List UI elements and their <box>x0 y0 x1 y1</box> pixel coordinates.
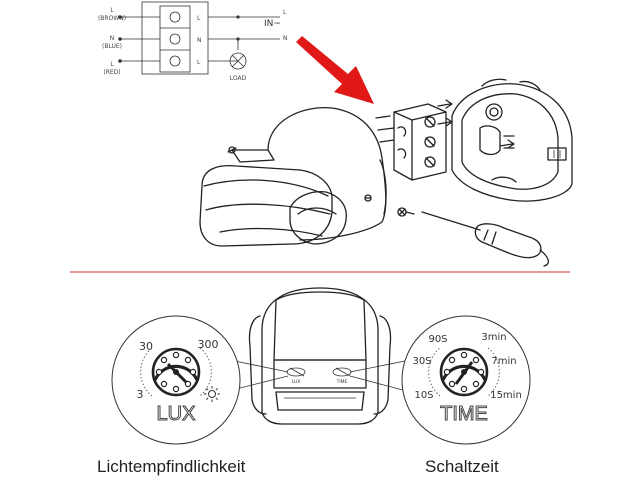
time-dial: 90S 3min 30S 7min 10S 15min TIME <box>401 315 531 445</box>
lux-tick-3: 3 <box>137 388 144 401</box>
block-label-l1: L <box>197 15 201 22</box>
input-label-n: N <box>283 35 288 42</box>
block-label-l2: L <box>197 59 201 66</box>
time-dial-title: TIME <box>440 403 488 425</box>
wire-label-blue: (BLUE) <box>102 43 122 50</box>
insert-arrow-icon <box>437 99 453 109</box>
input-label-l: L <box>283 9 287 16</box>
sensor-time-mini-label: TIME <box>336 379 348 385</box>
lux-knob-grip <box>155 351 197 393</box>
wiring-schematic: L (BROWN) N (BLUE) L (RED) L N L <box>98 1 288 82</box>
load-lamp-icon <box>229 52 247 70</box>
sensor-rear-view: LUX TIME <box>229 287 411 425</box>
block-label-n: N <box>197 37 202 44</box>
time-knob-grip <box>443 351 485 393</box>
sensor-lux-mini-label: LUX <box>292 379 301 385</box>
direction-arrow-icon <box>296 36 374 104</box>
terminal-connector <box>393 103 447 181</box>
time-tick-30s: 30S <box>412 356 431 367</box>
time-tick-7min: 7min <box>491 356 516 367</box>
screwdriver-icon <box>421 211 550 267</box>
time-tick-90s: 90S <box>428 334 447 345</box>
lux-dial-title: LUX <box>157 403 196 425</box>
lux-tick-300: 300 <box>198 338 219 351</box>
sensor-module-box <box>141 1 209 75</box>
lux-dial: 30 300 3 LUX <box>111 315 241 445</box>
time-tick-10s: 10S <box>414 390 433 401</box>
wire-label-brown: (BROWN) <box>98 15 126 22</box>
terminal-label-l2: L <box>110 61 114 68</box>
terminal-block <box>159 5 191 73</box>
input-label: IN~ <box>264 19 281 29</box>
screw-icon <box>397 207 415 217</box>
time-caption: Schaltzeit <box>425 457 499 476</box>
wire-label-red: (RED) <box>103 69 120 76</box>
terminal-label-n: N <box>110 35 115 42</box>
load-label: LOAD <box>230 75 247 82</box>
junction-box <box>437 78 573 202</box>
terminal-label-l1: L <box>110 7 114 14</box>
motion-sensor-drawing <box>199 107 395 247</box>
time-tick-3min: 3min <box>481 332 506 343</box>
lux-caption: Lichtempfindlichkeit <box>97 457 246 476</box>
sun-icon <box>204 386 220 402</box>
time-tick-15min: 15min <box>490 390 522 401</box>
lux-tick-30: 30 <box>139 340 153 353</box>
